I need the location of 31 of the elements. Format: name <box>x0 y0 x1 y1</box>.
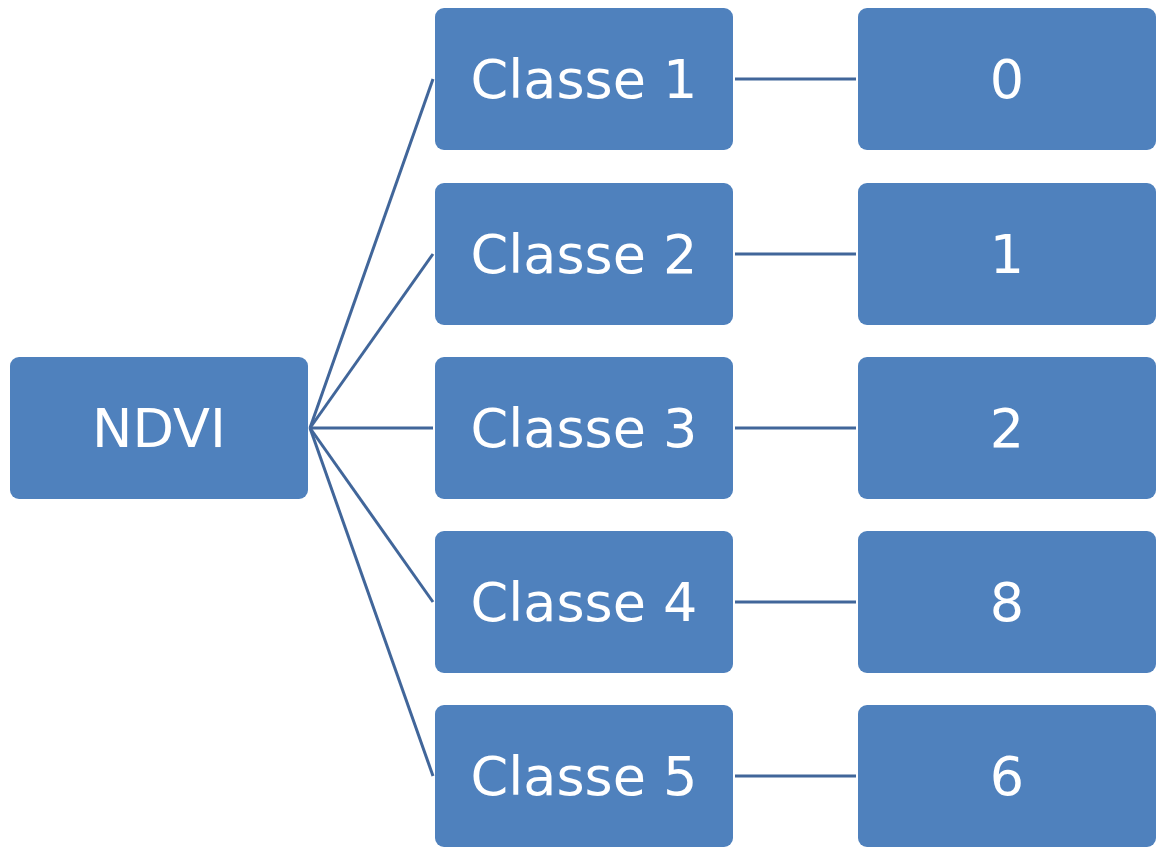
node-label: Classe 3 <box>470 396 698 460</box>
process-box <box>435 357 733 499</box>
connector-line <box>735 252 856 256</box>
process-box <box>435 8 733 150</box>
process-box <box>858 357 1156 499</box>
node-label: 6 <box>989 744 1025 808</box>
node-label: 1 <box>989 222 1025 286</box>
process-box <box>435 531 733 673</box>
connector-line <box>735 426 856 430</box>
process-box <box>858 183 1156 325</box>
node-label: 2 <box>989 396 1025 460</box>
process-box <box>858 705 1156 847</box>
connector-line <box>735 77 856 81</box>
connector-line <box>735 774 856 778</box>
node-label: 0 <box>989 47 1025 111</box>
node-label: NDVI <box>92 396 226 460</box>
process-box <box>435 705 733 847</box>
node-label: Classe 5 <box>470 744 698 808</box>
process-box <box>858 8 1156 150</box>
connector-line <box>735 600 856 604</box>
node-label: Classe 4 <box>470 570 698 634</box>
node-label: Classe 1 <box>470 47 698 111</box>
connector-line <box>310 426 433 430</box>
process-box <box>858 531 1156 673</box>
process-box <box>435 183 733 325</box>
node-label: Classe 2 <box>470 222 698 286</box>
connector-line <box>308 427 435 777</box>
connector-line <box>308 253 435 429</box>
process-box <box>10 357 308 499</box>
connector-line <box>308 78 435 429</box>
node-label: 8 <box>989 570 1025 634</box>
